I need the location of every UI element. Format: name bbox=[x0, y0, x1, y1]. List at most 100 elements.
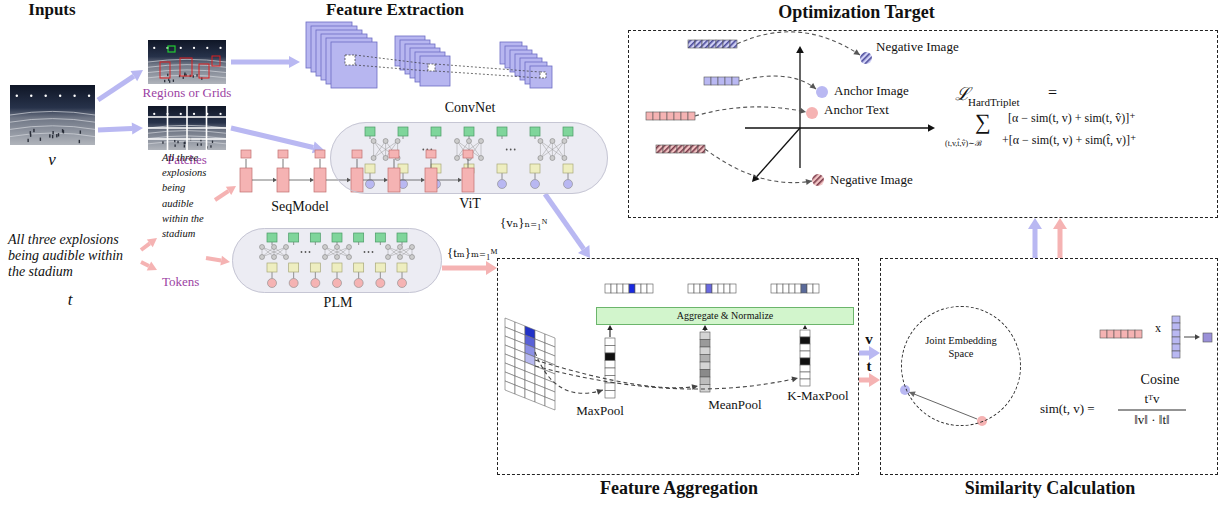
vector-cell bbox=[663, 145, 670, 153]
seqmodel-illustration-part bbox=[241, 150, 251, 158]
variable-name: t bbox=[68, 290, 73, 310]
vit-illustration-part bbox=[562, 156, 567, 161]
vector-cell bbox=[1107, 330, 1114, 338]
input-image-part bbox=[62, 129, 63, 132]
vit-illustration-part bbox=[538, 156, 543, 161]
plm-illustration-part bbox=[284, 255, 289, 260]
caption-text: All three explosions being audible withi… bbox=[8, 232, 143, 280]
vector-cell bbox=[725, 77, 732, 85]
vit-illustration-part bbox=[497, 127, 507, 136]
point-label: Negative Image bbox=[876, 40, 959, 55]
plm-illustration-part bbox=[398, 245, 403, 250]
vector-cell bbox=[732, 77, 739, 85]
plm-illustration-part bbox=[272, 242, 273, 245]
vector-cell bbox=[783, 284, 789, 293]
input-image-part bbox=[10, 111, 95, 115]
vector-cell bbox=[688, 40, 695, 48]
arrowhead bbox=[1028, 218, 1042, 229]
connector-arrow bbox=[545, 194, 590, 258]
plm-illustration-part bbox=[364, 251, 366, 253]
vit-illustration-part bbox=[479, 139, 484, 144]
vector-cell bbox=[700, 377, 710, 385]
arrowhead bbox=[806, 179, 812, 185]
vit-illustration-part bbox=[479, 156, 484, 161]
input-image-part bbox=[30, 134, 31, 137]
token-list: All three explosions being audible withi… bbox=[162, 150, 206, 241]
region-thumbnail-part bbox=[168, 78, 169, 80]
vit-illustration-part bbox=[455, 139, 460, 144]
arrowhead bbox=[803, 325, 807, 329]
vector-cell bbox=[800, 351, 810, 358]
plm-illustration-part bbox=[386, 245, 391, 250]
connector-line bbox=[1032, 229, 1037, 258]
convnet-illustration-part bbox=[355, 65, 428, 71]
vector-cell bbox=[704, 77, 711, 85]
vit-illustration-part bbox=[498, 180, 507, 189]
arrowhead bbox=[147, 238, 157, 247]
plm-illustration-part bbox=[354, 279, 363, 288]
math-subscript: (t,v,t̂,v̂)∼ℬ bbox=[945, 139, 982, 148]
embedding-space-illustration-part bbox=[812, 174, 824, 186]
vector-cell bbox=[789, 284, 795, 293]
node-text: Joint Embedding Space bbox=[919, 335, 1003, 360]
arrow-line bbox=[400, 180, 421, 181]
plm-illustration-part bbox=[272, 245, 277, 250]
input-image-part bbox=[56, 134, 57, 137]
arrowhead bbox=[1195, 334, 1200, 340]
plm-encoder: PLM bbox=[232, 228, 442, 293]
input-image bbox=[10, 85, 95, 145]
seqmodel-illustration-part bbox=[351, 168, 363, 192]
vit-illustration-part bbox=[395, 139, 400, 144]
plm-illustration-part bbox=[410, 255, 415, 260]
embedding-space-illustration bbox=[646, 32, 935, 186]
plm-illustration-part bbox=[375, 263, 385, 272]
region-thumbnail-part bbox=[180, 47, 182, 49]
plm-illustration-part bbox=[376, 279, 385, 288]
plm-illustration-part bbox=[272, 272, 273, 279]
vector-cell bbox=[800, 379, 810, 386]
seqmodel-illustration-part bbox=[278, 150, 288, 158]
plm-illustration-part bbox=[347, 255, 352, 260]
panel-heading: Feature Aggregation bbox=[498, 478, 860, 500]
vit-illustration-part bbox=[563, 164, 573, 173]
arrowhead bbox=[853, 49, 860, 55]
vector-cell bbox=[1172, 323, 1180, 330]
convnet-illustration-part bbox=[540, 72, 546, 78]
vector-cell bbox=[656, 145, 663, 153]
plm-illustration-part bbox=[323, 245, 328, 250]
patch-thumbnail bbox=[148, 106, 226, 150]
vector-cell bbox=[605, 338, 615, 346]
seqmodel-illustration-part bbox=[283, 159, 284, 168]
plm-illustration-part bbox=[368, 251, 370, 253]
vit-illustration-part bbox=[455, 156, 460, 161]
patch-thumbnail-part bbox=[162, 141, 163, 143]
patch-thumbnail-part bbox=[174, 144, 175, 146]
arrowhead bbox=[132, 122, 143, 134]
seqmodel-illustration-part bbox=[315, 150, 325, 158]
convnet-illustration-part bbox=[428, 64, 435, 71]
vector-cell bbox=[605, 391, 615, 399]
formula-text: sim(t, v) = bbox=[1040, 402, 1095, 417]
panel-heading: Optimization Target bbox=[629, 2, 1084, 24]
arrow-line bbox=[609, 330, 610, 337]
arrowhead bbox=[347, 178, 351, 182]
vit-illustration-part bbox=[531, 180, 540, 189]
vit-illustration-part bbox=[383, 139, 388, 144]
pooling-name: MaxPool bbox=[576, 404, 624, 419]
vit-illustration-part bbox=[514, 149, 516, 151]
arrowhead bbox=[869, 346, 880, 360]
input-image-part bbox=[49, 134, 50, 137]
vector-cell bbox=[800, 344, 810, 351]
point-label: Negative Image bbox=[830, 173, 913, 188]
arrow-line bbox=[98, 76, 134, 100]
vector-cell bbox=[635, 284, 641, 293]
plm-illustration-part bbox=[333, 279, 342, 288]
vit-illustration-part bbox=[540, 141, 552, 158]
vit-illustration-part bbox=[422, 149, 424, 151]
connector-arrow bbox=[859, 373, 880, 387]
feature-aggregation-illustration-part bbox=[545, 397, 555, 410]
region-thumbnail-part bbox=[199, 64, 209, 78]
seqmodel-illustration-part bbox=[314, 168, 326, 192]
input-image-part bbox=[79, 140, 80, 143]
